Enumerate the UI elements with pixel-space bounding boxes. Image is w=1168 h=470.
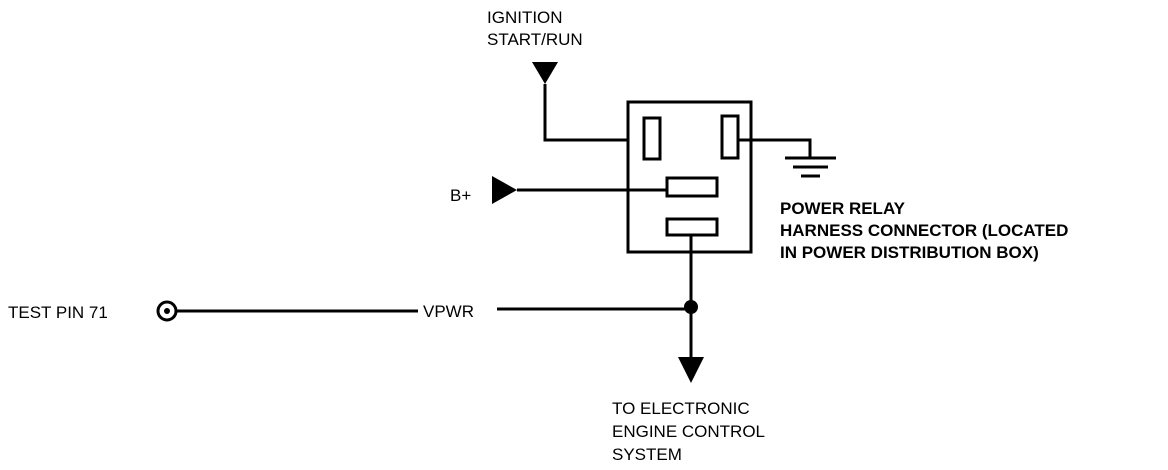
- b-plus-arrow-icon: [492, 176, 517, 204]
- b-plus-label: B+: [450, 186, 471, 205]
- relay-caption-line1: POWER RELAY: [780, 199, 906, 218]
- test-pin-label: TEST PIN 71: [8, 303, 108, 322]
- ignition-wire: [543, 84, 644, 142]
- relay-caption-line2: HARNESS CONNECTOR (LOCATED: [780, 221, 1068, 240]
- ignition-label-line1: IGNITION: [487, 8, 563, 27]
- relay-caption-line3: IN POWER DISTRIBUTION BOX): [780, 243, 1039, 262]
- relay-terminal-ignition: [642, 116, 662, 161]
- ground-symbol-icon: [785, 156, 836, 178]
- splice-node: [684, 300, 698, 314]
- ignition-input-arrow-icon: [532, 62, 558, 84]
- relay-terminal-vpwr: [665, 217, 719, 237]
- vpwr-label: VPWR: [423, 302, 474, 321]
- relay-terminal-ground: [720, 114, 740, 160]
- relay-terminal-b-plus: [665, 176, 719, 198]
- test-pin-terminal-icon: [156, 300, 178, 322]
- eec-caption-line2: ENGINE CONTROL: [612, 422, 765, 441]
- ground-wire: [738, 138, 812, 157]
- eec-caption-line3: SYSTEM: [612, 445, 682, 464]
- eec-output-arrow-icon: [678, 357, 704, 383]
- eec-caption-line1: TO ELECTRONIC: [612, 399, 750, 418]
- ignition-label-line2: START/RUN: [487, 30, 583, 49]
